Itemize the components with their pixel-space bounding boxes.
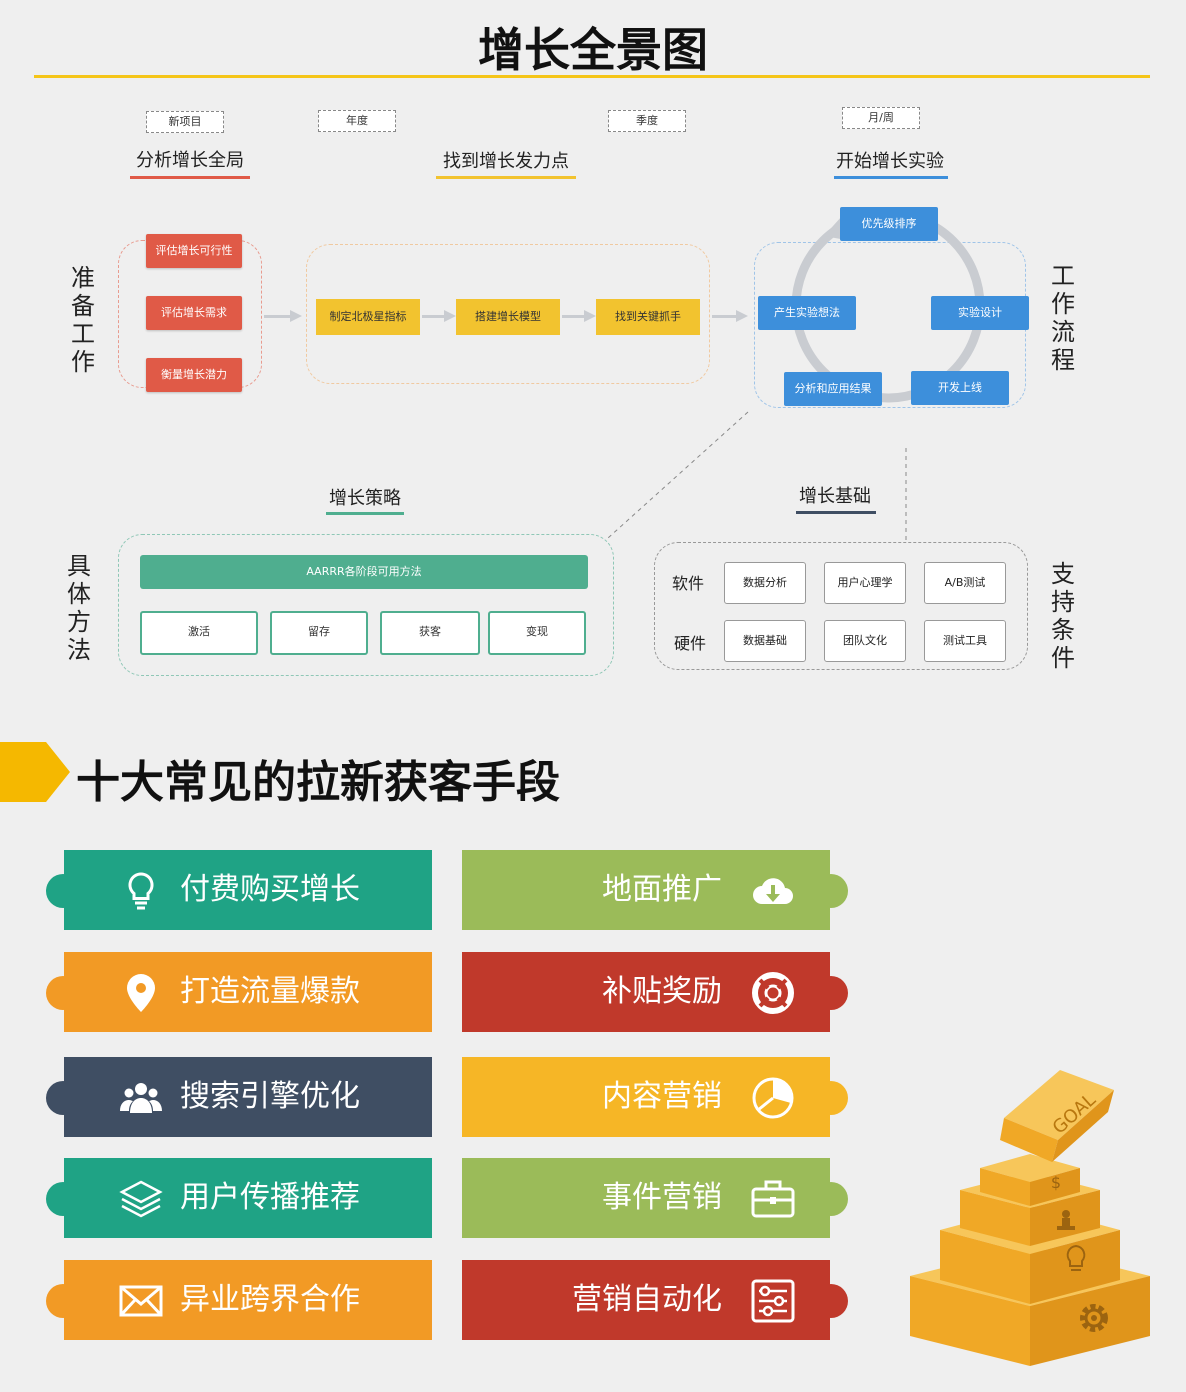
cycle-box-ideas: 产生实验想法 [758,296,856,330]
lightbulb-icon [128,872,154,910]
connector-lines [607,411,907,542]
pie-chart-icon [752,1077,794,1119]
cloud-download-icon [753,878,793,904]
arrow-flow-to-cycle [712,310,748,322]
strategy-item-revenue: 变现 [488,611,586,655]
method-label-cross-industry: 异业跨界合作 [180,1282,360,1317]
label-workflow: 工作流程 [1051,262,1075,374]
method-label-content-marketing: 内容营销 [602,1079,722,1114]
method-card-ground-promo: 地面推广 [462,850,848,930]
tag-quarterly: 季度 [608,110,686,132]
foundation-underline [796,511,876,514]
method-card-subsidy: 补贴奖励 [462,952,848,1032]
briefcase-icon [751,1180,795,1218]
location-pin-icon [127,974,155,1012]
method-label-event-marketing: 事件营销 [602,1180,722,1215]
stage-experiment: 开始增长实验 [836,151,944,172]
hardware-team-culture: 团队文化 [824,620,906,662]
section-arrow-icon [0,742,70,802]
label-support: 支持条件 [1051,560,1075,672]
stage-find-lever: 找到增长发力点 [443,151,569,172]
cycle-box-priority: 优先级排序 [840,207,938,241]
chess-piece-icon [1057,1210,1075,1230]
method-card-event-marketing: 事件营销 [462,1158,848,1238]
envelope-icon [119,1285,163,1317]
arrow-flow-1 [422,310,456,322]
method-label-seo: 搜索引擎优化 [180,1079,360,1114]
cycle-box-analyze: 分析和应用结果 [784,372,882,406]
cycle-box-launch: 开发上线 [911,371,1009,405]
label-method: 具体方法 [67,552,91,664]
users-icon [120,1083,162,1113]
method-label-ground-promo: 地面推广 [602,872,722,907]
method-card-paid: 付费购买增长 [46,850,432,930]
prep-box-demand: 评估增长需求 [146,296,242,330]
goal-pyramid-illustration: GOAL $ [910,1070,1150,1366]
flow-box-north-star: 制定北极星指标 [316,299,420,335]
strategy-item-acquisition: 获客 [380,611,480,655]
foundation-software-label: 软件 [672,574,705,593]
tag-yearly: 年度 [318,110,396,132]
arrow-flow-2 [562,310,596,322]
software-psychology: 用户心理学 [824,562,906,604]
foundation-title: 增长基础 [799,486,871,507]
flow-box-model: 搭建增长模型 [456,299,560,335]
software-data-analysis: 数据分析 [724,562,806,604]
software-ab-test: A/B测试 [924,562,1006,604]
arrow-prep-to-flow [264,310,302,322]
strategy-group [118,534,614,676]
strategy-title: 增长策略 [329,488,401,509]
prep-box-potential: 衡量增长潜力 [146,358,242,392]
hardware-data-base: 数据基础 [724,620,806,662]
flow-group [306,244,710,384]
foundation-group [654,542,1028,670]
method-label-subsidy: 补贴奖励 [602,974,722,1009]
strategy-underline [326,512,404,515]
section-title-acquisition: 十大常见的拉新获客手段 [76,757,560,808]
lifebuoy-icon [752,972,794,1014]
tag-monthly: 月/周 [842,107,920,129]
method-card-seo: 搜索引擎优化 [46,1057,432,1137]
method-card-marketing-automation: 营销自动化 [462,1260,848,1340]
stage-analyze: 分析增长全局 [136,150,244,171]
method-card-referral: 用户传播推荐 [46,1158,432,1238]
tag-new-project: 新项目 [146,111,224,133]
title-underline [34,75,1150,78]
label-prep-work: 准备工作 [71,264,95,376]
stage-analyze-underline [130,176,250,179]
dollar-icon: $ [1051,1173,1061,1192]
method-label-marketing-automation: 营销自动化 [572,1282,722,1317]
layers-icon [119,1180,163,1218]
method-card-viral-content: 打造流量爆款 [46,952,432,1032]
page-title: 增长全景图 [478,23,708,77]
strategy-item-activation: 激活 [140,611,258,655]
method-card-cross-industry: 异业跨界合作 [46,1260,432,1340]
hardware-test-tools: 测试工具 [924,620,1006,662]
gear-icon [1080,1304,1108,1332]
method-label-referral: 用户传播推荐 [180,1180,360,1215]
strategy-item-retention: 留存 [270,611,368,655]
stage-find-lever-underline [436,176,576,179]
sliders-icon [751,1279,795,1323]
stage-experiment-underline [834,176,948,179]
strategy-aarrr-bar: AARRR各阶段可用方法 [140,555,588,589]
foundation-hardware-label: 硬件 [674,634,707,653]
method-label-paid: 付费购买增长 [180,872,360,907]
method-label-viral-content: 打造流量爆款 [180,974,360,1009]
lightbulb-small-icon [1066,1244,1086,1271]
cycle-box-design: 实验设计 [931,296,1029,330]
prep-box-feasibility: 评估增长可行性 [146,234,242,268]
flow-box-lever: 找到关键抓手 [596,299,700,335]
method-card-content-marketing: 内容营销 [462,1057,848,1137]
